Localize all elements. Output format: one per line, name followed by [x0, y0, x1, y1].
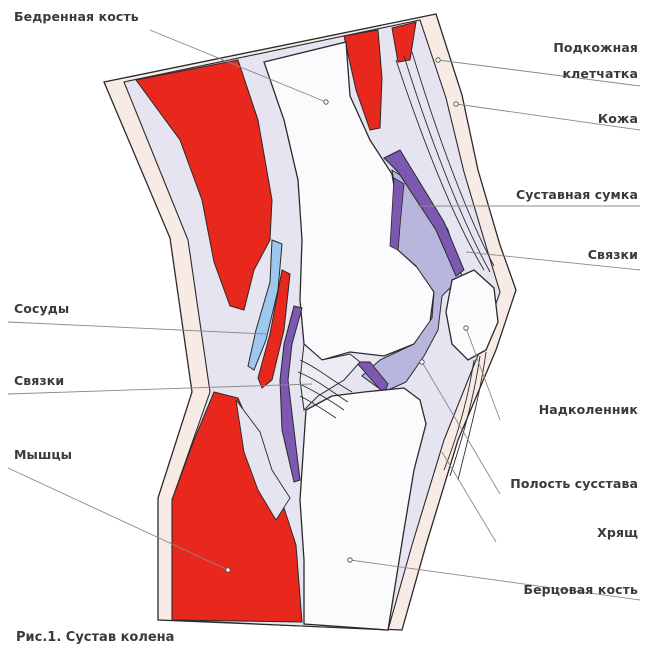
label-ligaments-right: Связки — [588, 247, 638, 262]
label-ligaments-left: Связки — [14, 373, 64, 388]
label-muscles: Мышцы — [14, 447, 72, 462]
dot-femur — [324, 100, 328, 104]
label-subcutaneous-line1: Подкожная — [553, 40, 638, 55]
label-skin: Кожа — [598, 111, 638, 126]
dot-subcutaneous — [436, 58, 440, 62]
label-patella: Надколенник — [539, 402, 638, 417]
leader-cartilage — [442, 452, 496, 542]
label-tibia: Берцовая кость — [523, 582, 638, 597]
figure-caption: Рис.1. Сустав колена — [16, 630, 174, 645]
dot-skin — [454, 102, 458, 106]
dot-patella — [464, 326, 468, 330]
label-vessels: Сосуды — [14, 301, 69, 316]
dot-cavity — [420, 360, 424, 364]
label-joint-capsule: Суставная сумка — [516, 187, 638, 202]
dot-muscles — [226, 568, 230, 572]
label-femur: Бедренная кость — [14, 9, 139, 24]
label-subcutaneous-line2: клетчатка — [563, 66, 638, 81]
label-cartilage: Хрящ — [597, 525, 638, 540]
dot-tibia — [348, 558, 352, 562]
label-joint-cavity: Полость сусстава — [510, 476, 638, 491]
